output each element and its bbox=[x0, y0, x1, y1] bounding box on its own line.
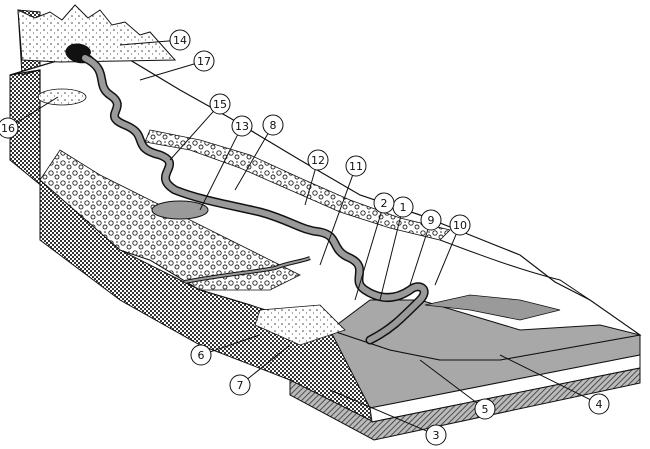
callout-number: 14 bbox=[173, 34, 187, 47]
callout-1: 1 bbox=[379, 196, 414, 301]
callout-number: 2 bbox=[381, 197, 388, 210]
callout-circle bbox=[420, 209, 442, 231]
callout-leader-line bbox=[379, 216, 402, 301]
callout-leader-line bbox=[210, 334, 261, 353]
callout-circle bbox=[229, 374, 251, 396]
callout-leader-line bbox=[304, 169, 316, 206]
callout-circle bbox=[231, 115, 253, 137]
callout-circle bbox=[209, 93, 231, 115]
mountains bbox=[17, 4, 177, 64]
callout-number: 7 bbox=[237, 379, 244, 392]
callout-leader-line bbox=[434, 234, 457, 286]
callout-leader-line bbox=[16, 96, 59, 124]
callout-number: 12 bbox=[311, 154, 325, 167]
fields bbox=[254, 304, 346, 346]
callout-number: 4 bbox=[596, 398, 603, 411]
callout-leader-line bbox=[499, 354, 591, 401]
callout-leader-line bbox=[234, 133, 269, 191]
callout-number: 5 bbox=[482, 403, 489, 416]
callout-leader-line bbox=[139, 63, 195, 81]
callout-circle bbox=[193, 50, 215, 72]
callout-leader-line bbox=[247, 344, 291, 380]
callout-number: 1 bbox=[400, 201, 407, 214]
coastal-ridge bbox=[439, 239, 591, 301]
upland-bog bbox=[37, 88, 87, 106]
callout-number: 6 bbox=[198, 349, 205, 362]
callout-leader-line bbox=[199, 134, 238, 211]
callout-16: 16 bbox=[0, 96, 59, 139]
mountain-range bbox=[17, 4, 177, 63]
bedrock-layer bbox=[289, 367, 641, 441]
callout-10: 10 bbox=[434, 214, 471, 286]
callout-circle bbox=[169, 29, 191, 51]
callout-3: 3 bbox=[329, 389, 447, 446]
callout-number: 17 bbox=[197, 55, 211, 68]
callout-number: 9 bbox=[428, 214, 435, 227]
callout-circle bbox=[190, 344, 212, 366]
callout-number: 10 bbox=[453, 219, 467, 232]
callout-6: 6 bbox=[190, 334, 261, 366]
callout-circle bbox=[0, 117, 19, 139]
callout-circle bbox=[373, 192, 395, 214]
delta-marsh bbox=[424, 294, 561, 321]
callout-circle bbox=[474, 398, 496, 420]
oxbow-lake bbox=[151, 200, 209, 220]
callout-number: 8 bbox=[270, 119, 277, 132]
callout-circle bbox=[262, 114, 284, 136]
callout-leader-line bbox=[329, 389, 427, 432]
callout-5: 5 bbox=[419, 359, 496, 420]
callout-8: 8 bbox=[234, 114, 284, 191]
callout-leader-line bbox=[119, 40, 171, 46]
callout-number: 13 bbox=[235, 120, 249, 133]
callout-number: 3 bbox=[433, 429, 440, 442]
callout-leader-line bbox=[169, 111, 214, 161]
callout-number: 11 bbox=[349, 160, 363, 173]
callout-14: 14 bbox=[119, 29, 191, 51]
callout-leader-line bbox=[354, 212, 382, 301]
callout-9: 9 bbox=[409, 209, 442, 286]
callout-circle bbox=[449, 214, 471, 236]
callout-4: 4 bbox=[499, 354, 610, 415]
callout-15: 15 bbox=[169, 93, 231, 161]
callout-13: 13 bbox=[199, 115, 253, 211]
callout-number: 15 bbox=[213, 98, 227, 111]
callout-2: 2 bbox=[354, 192, 395, 301]
callout-circle bbox=[425, 424, 447, 446]
callout-number: 16 bbox=[1, 122, 15, 135]
callout-12: 12 bbox=[304, 149, 329, 206]
callout-17: 17 bbox=[139, 50, 215, 81]
callout-11: 11 bbox=[319, 155, 367, 266]
side-channel-water bbox=[184, 257, 311, 283]
callout-circle bbox=[345, 155, 367, 177]
callout-7: 7 bbox=[229, 344, 291, 396]
callout-circle bbox=[307, 149, 329, 171]
callout-leader-line bbox=[409, 229, 429, 286]
river-water bbox=[82, 55, 428, 343]
callout-leader-line bbox=[319, 175, 354, 266]
callout-circle bbox=[588, 393, 610, 415]
callout-leader-line bbox=[419, 359, 478, 404]
